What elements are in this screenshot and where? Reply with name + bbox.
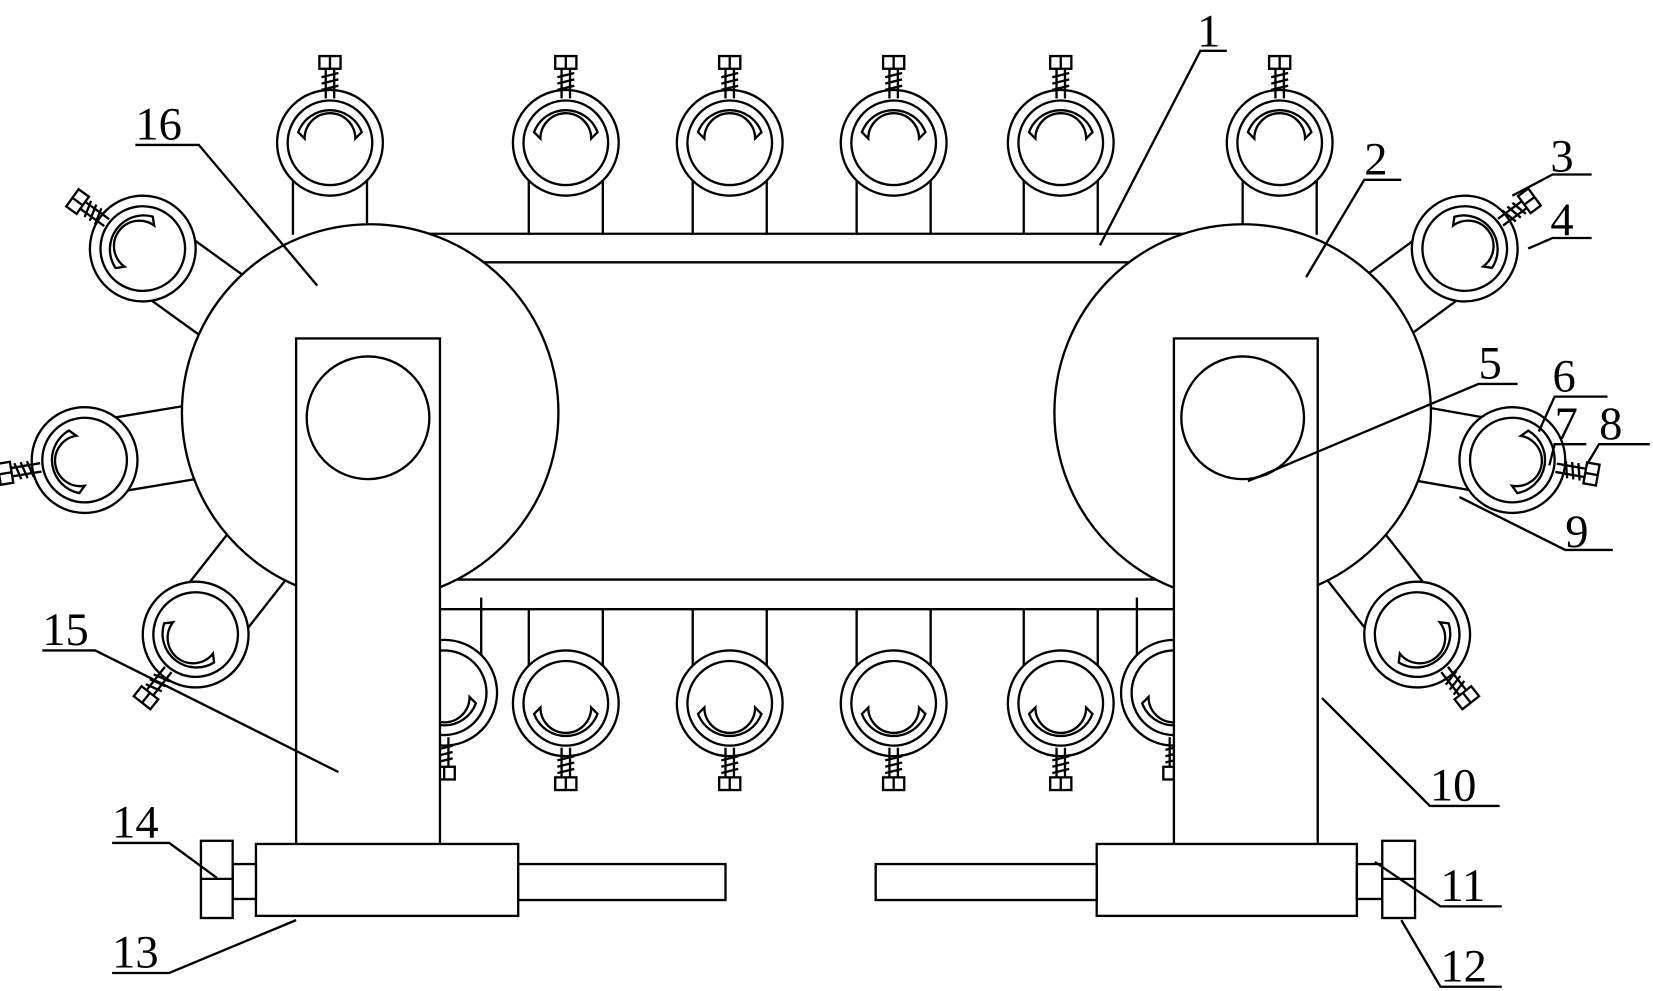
label-10: 10 [1430,761,1477,812]
label-3: 3 [1550,131,1573,182]
label-13: 13 [112,928,159,979]
right-rod [876,864,1097,900]
label-8: 8 [1599,399,1622,450]
label-9: 9 [1565,507,1588,558]
label-15: 15 [42,605,89,656]
cup-ring [841,650,947,756]
cup-ring [513,650,619,756]
left-rod [518,864,725,900]
cup-ring [677,650,783,756]
label-2: 2 [1364,135,1387,186]
cup-ring [841,90,947,196]
label-16: 16 [135,100,182,151]
left-base [201,841,726,918]
cup-ring [1008,90,1114,196]
label-11: 11 [1440,861,1485,912]
label-12: 12 [1440,941,1487,991]
label-7: 7 [1555,399,1578,450]
clamp-cup [841,608,947,790]
clamp-cup [1227,56,1333,235]
leader-line [1100,51,1227,246]
clamp-cup [677,608,783,790]
clamp-cup [0,390,199,526]
label-5: 5 [1478,339,1501,390]
cup-ring [513,90,619,196]
cup-ring [69,175,217,323]
cup-ring [277,90,383,196]
label-6: 6 [1553,351,1576,402]
cup-ring [1008,650,1114,756]
label-4: 4 [1550,195,1573,246]
clamp-cup [677,56,783,235]
left-post [296,338,440,846]
label-1: 1 [1197,7,1220,58]
cup-ring [1391,175,1539,323]
clamp-cup [513,56,619,235]
clamp-cup [513,608,619,790]
cup-ring [677,90,783,196]
label-14: 14 [112,798,159,849]
clamp-cup [841,56,947,235]
clamp-cup [1008,608,1114,790]
right-base [876,841,1415,918]
clamp-cup [1008,56,1114,235]
clamp-cup [277,56,383,235]
right-post [1174,338,1318,846]
cup-ring [1227,90,1333,196]
